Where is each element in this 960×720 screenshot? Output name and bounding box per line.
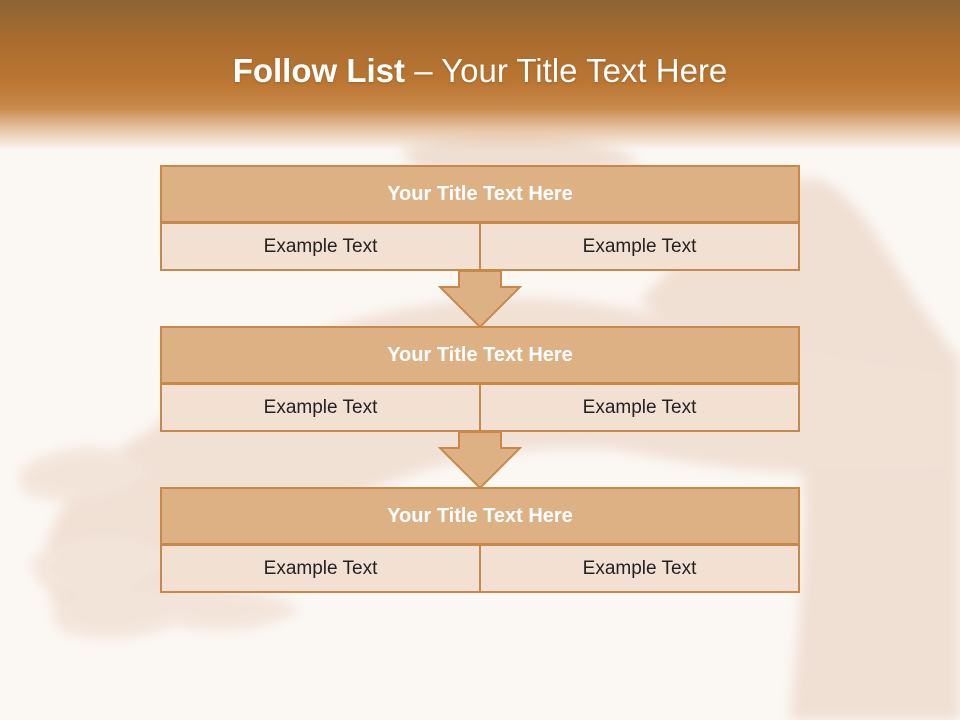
step-title: Your Title Text Here [160,165,800,223]
step-right-text: Example Text [479,222,800,271]
down-arrow-icon [438,431,522,490]
step-box-1: Your Title Text Here Example Text Exampl… [160,165,800,271]
slide-title: Follow List – Your Title Text Here [0,52,960,90]
step-right-text: Example Text [479,544,800,593]
step-right-text: Example Text [479,383,800,432]
down-arrow-icon [438,270,522,329]
step-left-text: Example Text [160,544,481,593]
header-banner [0,0,960,150]
step-left-text: Example Text [160,383,481,432]
step-box-2: Your Title Text Here Example Text Exampl… [160,326,800,432]
step-left-text: Example Text [160,222,481,271]
step-box-3: Your Title Text Here Example Text Exampl… [160,487,800,593]
slide-title-rest: – Your Title Text Here [405,52,728,89]
step-title: Your Title Text Here [160,487,800,545]
step-title: Your Title Text Here [160,326,800,384]
slide-title-bold: Follow List [232,52,406,89]
